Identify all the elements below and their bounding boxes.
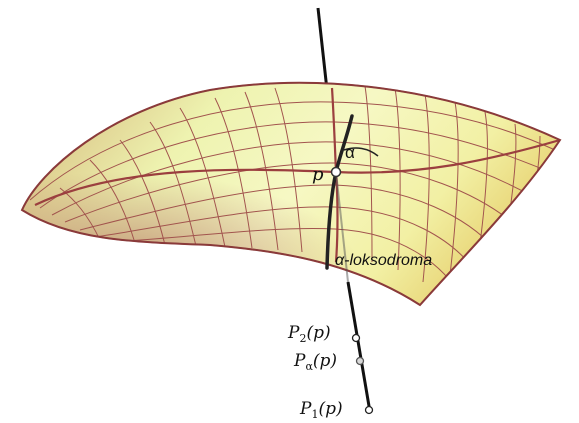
point-palpha-marker [355,356,365,366]
point-p-marker [330,166,342,178]
label-point-p: p [312,164,324,185]
normal-line-through-surface [335,171,349,283]
point-p1-marker [364,405,374,415]
normal-line-lower [346,281,372,413]
label-palpha: Pα(p) [293,351,337,373]
angle-arc [343,147,379,157]
label-p2: P2(p) [287,323,331,345]
label-p1: P1(p) [299,399,343,421]
surface-shading [22,82,560,305]
point-p2-marker [351,333,361,343]
surface [20,81,562,307]
surface-border [20,81,562,307]
label-angle-alpha: α [345,143,355,162]
label-loxodrome: α-loksodroma [335,252,432,269]
